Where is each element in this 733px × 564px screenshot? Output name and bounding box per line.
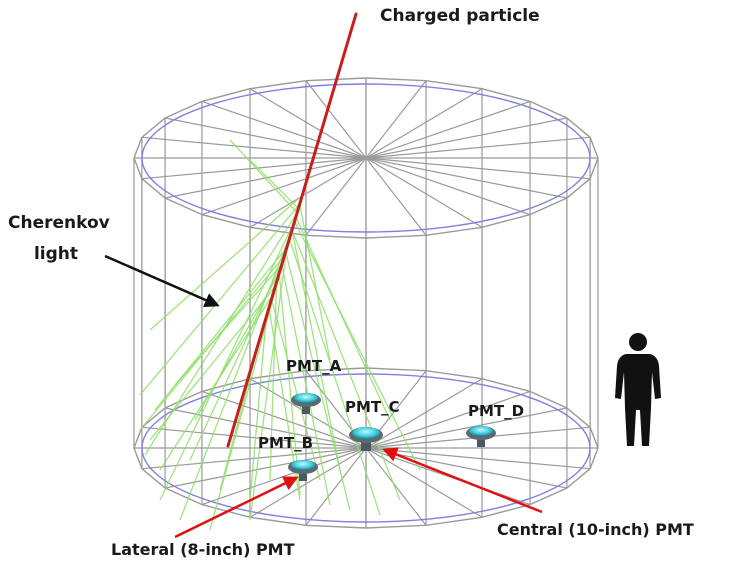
pmt-d-icon — [466, 426, 496, 447]
tank-wireframe — [133, 77, 599, 529]
central-pmt-label: Central (10-inch) PMT — [497, 520, 694, 539]
tank-bottom-spoke — [365, 447, 591, 470]
cherenkov-ray — [154, 246, 288, 411]
cherenkov-ray — [281, 264, 331, 506]
tank-bottom-spoke — [305, 447, 367, 526]
cherenkov-ray — [189, 259, 284, 461]
pmt-a-icon — [291, 393, 321, 414]
pmt-c-icon — [349, 427, 383, 451]
tank-top-spoke — [249, 88, 367, 159]
cherenkov-label-line1: Cherenkov — [8, 213, 110, 233]
tank-top-spoke — [201, 157, 367, 216]
tank-top-spoke — [305, 157, 367, 236]
cherenkov-ray — [291, 229, 341, 471]
tank-bottom-spoke — [365, 390, 531, 449]
tank-top-spoke — [365, 157, 427, 236]
tank-top-spoke — [365, 157, 568, 199]
tank-top-spoke — [141, 136, 367, 159]
tank-bottom-spoke — [141, 426, 367, 449]
tank-top-spoke — [365, 157, 591, 180]
cherenkov-ray — [159, 221, 296, 501]
cherenkov-ray — [149, 285, 276, 441]
tank-bottom-spoke — [201, 447, 367, 506]
cherenkov-ray — [299, 203, 331, 361]
cherenkov-ray — [291, 229, 401, 501]
tank-bottom-spoke — [249, 447, 367, 518]
tank-top-edge — [133, 77, 599, 239]
cherenkov-ray — [249, 159, 299, 209]
cherenkov-light-label: Cherenkov light — [8, 208, 110, 270]
tank-top-spoke — [365, 157, 483, 228]
tank-top-spoke — [164, 117, 367, 159]
pmt-a-label: PMT_A — [286, 357, 342, 375]
cherenkov-ray — [249, 316, 268, 501]
tank-top-spoke — [365, 88, 483, 159]
charged-particle-label: Charged particle — [380, 6, 540, 26]
cherenkov-ray — [179, 229, 293, 521]
cherenkov-label-line2: light — [33, 244, 79, 264]
tank-bottom-spoke — [365, 447, 427, 526]
pmt-b-icon — [288, 460, 318, 481]
tank-top-spoke — [365, 136, 591, 159]
cherenkov-ray — [270, 298, 321, 481]
tank-bottom-rim — [141, 373, 591, 523]
tank-top-spoke — [141, 157, 367, 180]
cherenkov-ray — [149, 194, 303, 331]
pmt-d-label: PMT_D — [468, 402, 525, 420]
tank-bottom-spoke — [365, 407, 568, 449]
tank-top-spoke — [365, 80, 427, 159]
tank-bottom-spoke — [164, 447, 367, 489]
tank-bottom-spoke — [201, 390, 367, 449]
tank-top-spoke — [201, 100, 367, 159]
cherenkov-ray — [294, 221, 421, 471]
cherenkov-label-arrow — [104, 254, 220, 308]
tank-top-spoke — [365, 117, 568, 159]
tank-top-spoke — [249, 157, 367, 228]
lateral-pmt-arrow — [174, 476, 299, 539]
cherenkov-ray — [229, 139, 298, 214]
cherenkov-ray — [139, 203, 301, 396]
tank-top-spoke — [305, 80, 367, 159]
tank-top-rim — [141, 83, 591, 233]
cherenkov-ray — [174, 264, 283, 386]
charged-particle-track — [226, 12, 358, 448]
pmt-b-label: PMT_B — [258, 434, 314, 452]
tank-top-spoke — [365, 100, 531, 159]
pmt-c-label: PMT_C — [345, 398, 400, 416]
central-pmt-arrow — [382, 447, 543, 514]
cherenkov-ray — [278, 273, 301, 496]
cherenkov-light-rays — [139, 139, 421, 531]
person-silhouette-icon — [615, 333, 661, 446]
tank-top-spoke — [365, 157, 531, 216]
cherenkov-ray — [288, 238, 381, 516]
tank-bottom-edge — [133, 367, 599, 529]
tank-bottom-spoke — [365, 378, 483, 449]
lateral-pmt-label: Lateral (8-inch) PMT — [111, 540, 295, 559]
